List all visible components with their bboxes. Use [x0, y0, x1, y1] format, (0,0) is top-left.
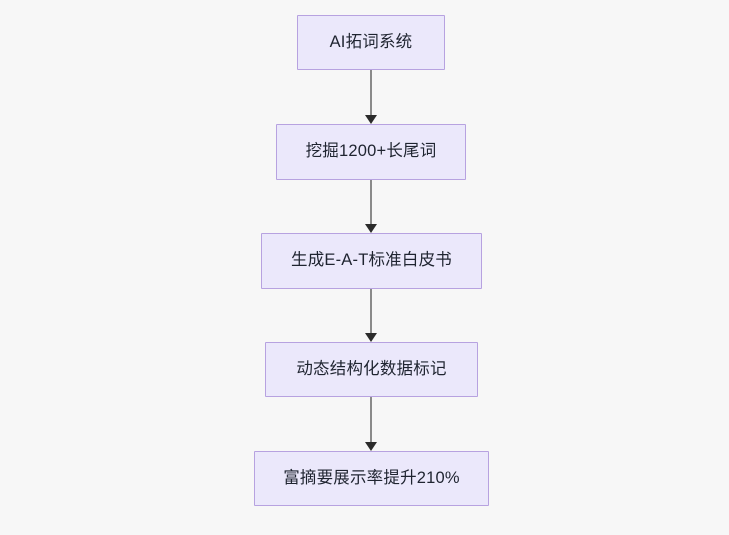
flow-node-ai-keyword-system[interactable]: AI拓词系统: [297, 15, 445, 70]
arrowhead-icon: [365, 442, 377, 451]
flow-node-generate-eat-whitepaper[interactable]: 生成E-A-T标准白皮书: [261, 233, 482, 289]
edge-line: [370, 397, 372, 444]
flow-node-mine-longtail-keywords[interactable]: 挖掘1200+长尾词: [276, 124, 466, 180]
flow-node-dynamic-structured-data-markup[interactable]: 动态结构化数据标记: [265, 342, 478, 397]
flow-node-label: 动态结构化数据标记: [296, 359, 447, 378]
flow-node-label: AI拓词系统: [329, 32, 413, 51]
edge-line: [370, 70, 372, 117]
flow-node-rich-snippet-rate-increase[interactable]: 富摘要展示率提升210%: [254, 451, 489, 506]
edge-line: [370, 289, 372, 335]
flow-node-label: 挖掘1200+长尾词: [305, 142, 437, 161]
edge-line: [370, 180, 372, 226]
arrowhead-icon: [365, 115, 377, 124]
arrowhead-icon: [365, 333, 377, 342]
arrowhead-icon: [365, 224, 377, 233]
flow-node-label: 富摘要展示率提升210%: [283, 468, 460, 487]
flow-node-label: 生成E-A-T标准白皮书: [291, 251, 452, 270]
